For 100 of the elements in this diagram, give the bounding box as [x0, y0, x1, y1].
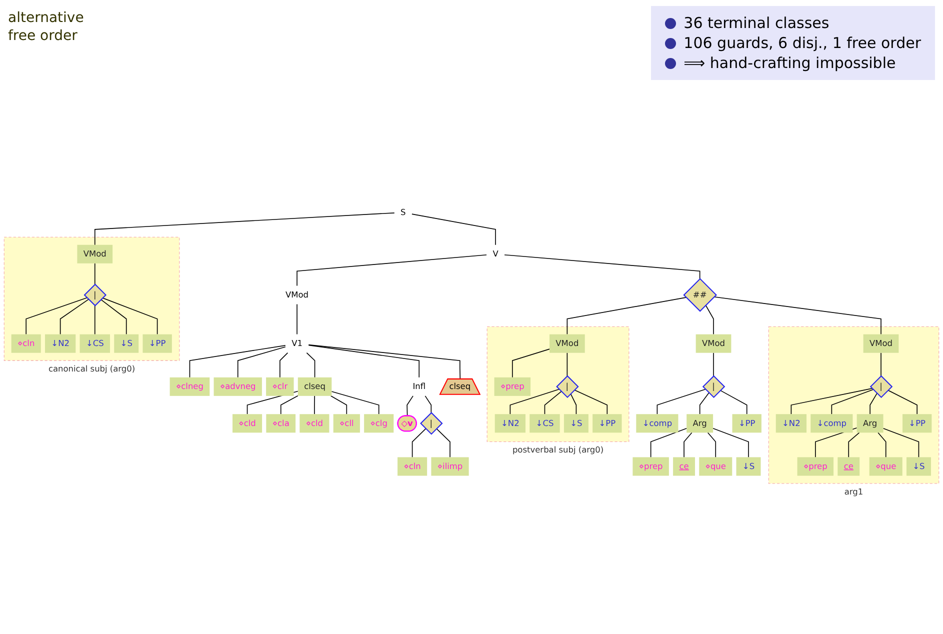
connector [888, 390, 918, 415]
connector [705, 304, 714, 335]
connector [684, 432, 692, 458]
node-label: postverbal subj (arg0) [512, 444, 604, 455]
node-text: S [400, 207, 406, 218]
node-box: ↓CS [80, 334, 110, 353]
connector [436, 428, 450, 458]
connector [880, 352, 882, 376]
connector [424, 396, 432, 414]
node-box: ↓PP [732, 414, 762, 433]
node-box: ↓comp [810, 414, 853, 433]
node-diamond: | [870, 375, 893, 398]
connector [831, 389, 874, 415]
connector [544, 391, 562, 415]
node-label: canonical subj (arg0) [48, 364, 136, 374]
node-box: ce [673, 457, 695, 476]
connector [308, 344, 461, 380]
node-box: ⋄cld [232, 414, 262, 433]
bullet-note: ⟹ hand-crafting impossible [684, 54, 896, 72]
node-box: ⋄cln [11, 334, 41, 353]
node-box: ↓CS [530, 414, 560, 433]
connector [100, 299, 127, 335]
node-box: ⋄clr [266, 377, 294, 396]
connector [699, 392, 710, 415]
node-box: ↓N2 [45, 334, 76, 353]
connector [94, 305, 96, 335]
connector [237, 346, 286, 378]
connector [94, 212, 395, 246]
node-box: VMod [550, 334, 585, 353]
connector [714, 296, 882, 335]
connector [720, 390, 748, 415]
node-diamond: | [702, 375, 726, 398]
node-box: Arg [856, 414, 884, 433]
node-box: ⋄prep [797, 457, 834, 476]
connector [412, 214, 496, 246]
node-box: ⋄que [869, 457, 902, 476]
connector [94, 262, 96, 285]
node-box: ↓PP [592, 414, 622, 433]
node-diamond: | [84, 284, 107, 306]
connector [510, 388, 560, 415]
connector [330, 396, 348, 415]
node-box: ⋄ilimp [431, 457, 469, 476]
node-box: ce [838, 457, 860, 476]
node-box: ↓PP [142, 334, 172, 353]
node-box: ⋄prep [494, 377, 531, 396]
connector [707, 432, 716, 458]
node-box: ↓N2 [494, 414, 526, 433]
connector [504, 254, 700, 280]
connector [574, 390, 608, 415]
node-box: clseq [298, 377, 332, 396]
connector [790, 388, 873, 415]
connector [412, 428, 426, 458]
node-box: ↓S [114, 334, 139, 353]
annotation: free order [8, 28, 78, 44]
node-box: ⋄advneg [214, 377, 262, 396]
connector [60, 298, 89, 335]
node-box: ⋄cll [333, 414, 360, 433]
node-box: Arg [686, 414, 714, 433]
node-box: VMod [77, 244, 113, 264]
connector [650, 428, 687, 458]
node-diamond: ## [683, 278, 717, 312]
node-diamond: | [420, 412, 443, 435]
node-box: ⋄clneg [170, 377, 210, 396]
node-box: ↓S [564, 414, 588, 433]
connector [848, 432, 860, 458]
node-box: ↓PP [902, 414, 932, 433]
connector [26, 297, 88, 335]
cluster [486, 326, 630, 442]
node-box: ↓S [736, 457, 761, 476]
connector [566, 352, 568, 376]
connector [656, 388, 706, 415]
cluster [768, 326, 940, 484]
connector [306, 352, 316, 378]
bullet-note: 106 guards, 6 disj., 1 free order [684, 34, 921, 52]
bullet-note: 36 terminal classes [684, 14, 830, 32]
connector [308, 344, 420, 378]
connector [102, 298, 158, 335]
node-box: ↓S [906, 457, 931, 476]
node-box: ⋄clg [364, 414, 394, 433]
node-box: ⋄cld [300, 414, 330, 433]
node-text: Infl [412, 382, 426, 392]
connector [870, 392, 878, 415]
node-text: V [492, 248, 498, 259]
connector [882, 428, 920, 458]
node-box: ↓N2 [776, 414, 807, 433]
connector [314, 396, 316, 415]
node-diamond: | [556, 375, 579, 398]
connector [878, 432, 886, 458]
connector [280, 352, 288, 378]
connector [406, 396, 414, 416]
connector [713, 352, 714, 376]
node-box: VMod [863, 334, 899, 353]
connector [296, 254, 487, 286]
connector [296, 304, 298, 335]
node-label: arg1 [844, 486, 864, 496]
cluster [4, 236, 180, 361]
node-text: VMod [286, 290, 309, 300]
node-box: VMod [696, 334, 732, 353]
connector [566, 297, 687, 335]
node-box: ⋄cla [266, 414, 296, 433]
